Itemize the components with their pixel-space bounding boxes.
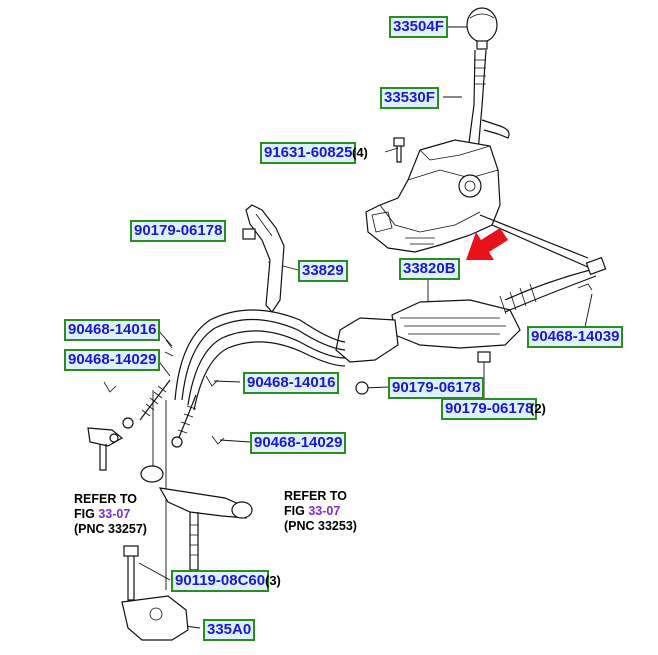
part-label-90468-14016-mid[interactable]: 90468-14016 (243, 372, 340, 394)
refer-note-line1: REFER TO (284, 489, 347, 503)
left-shift-lever (87, 427, 124, 471)
part-label-90468-14016-left[interactable]: 90468-14016 (64, 319, 161, 341)
right-shift-lever (140, 465, 253, 571)
part-label-33829[interactable]: 33829 (298, 260, 348, 282)
direction-arrow (466, 228, 508, 260)
part-label-90119-08C60[interactable]: 90119-08C60 (171, 570, 270, 592)
part-label-90468-14029-mid[interactable]: 90468-14029 (250, 432, 347, 454)
quantity-90119: (3) (265, 573, 281, 588)
part-label-33504F[interactable]: 33504F (389, 16, 448, 38)
refer-note-line1: REFER TO (74, 492, 137, 506)
shift-cables (174, 256, 607, 411)
part-label-90468-14029-left[interactable]: 90468-14029 (64, 349, 161, 371)
refer-fig-link[interactable]: 33-07 (308, 504, 341, 518)
refer-note-fig-line: FIG 33-07 (284, 504, 357, 519)
refer-note-pnc: (PNC 33253) (284, 519, 357, 533)
part-label-335A0[interactable]: 335A0 (203, 619, 256, 641)
refer-fig-link[interactable]: 33-07 (98, 507, 131, 521)
bolt (393, 137, 405, 163)
shift-lever (467, 49, 510, 153)
cable-boot (335, 299, 521, 395)
cable-ends (103, 283, 593, 448)
shift-knob (466, 7, 498, 50)
refer-note-left: REFER TO FIG 33-07 (PNC 33257) (74, 492, 147, 537)
quantity-90179-06178: (2) (530, 401, 546, 416)
cable-bracket (242, 204, 285, 313)
part-label-91631-60825[interactable]: 91631-60825 (260, 142, 357, 164)
shift-lever-housing (365, 139, 591, 269)
part-label-90179-06178-top[interactable]: 90179-06178 (130, 220, 227, 242)
refer-note-fig-line: FIG 33-07 (74, 507, 147, 522)
refer-fig-prefix: FIG (74, 507, 99, 521)
part-label-90179-06178-bottom[interactable]: 90179-06178 (441, 398, 538, 420)
part-label-90179-06178-mid[interactable]: 90179-06178 (388, 377, 485, 399)
part-label-33530F[interactable]: 33530F (380, 87, 439, 109)
quantity-91631: (4) (352, 145, 368, 160)
part-label-90468-14039[interactable]: 90468-14039 (527, 326, 624, 348)
refer-note-pnc: (PNC 33257) (74, 522, 147, 536)
shift-bracket (121, 545, 189, 641)
refer-fig-prefix: FIG (284, 504, 309, 518)
refer-note-right: REFER TO FIG 33-07 (PNC 33253) (284, 489, 357, 534)
part-label-33820B[interactable]: 33820B (399, 258, 460, 280)
